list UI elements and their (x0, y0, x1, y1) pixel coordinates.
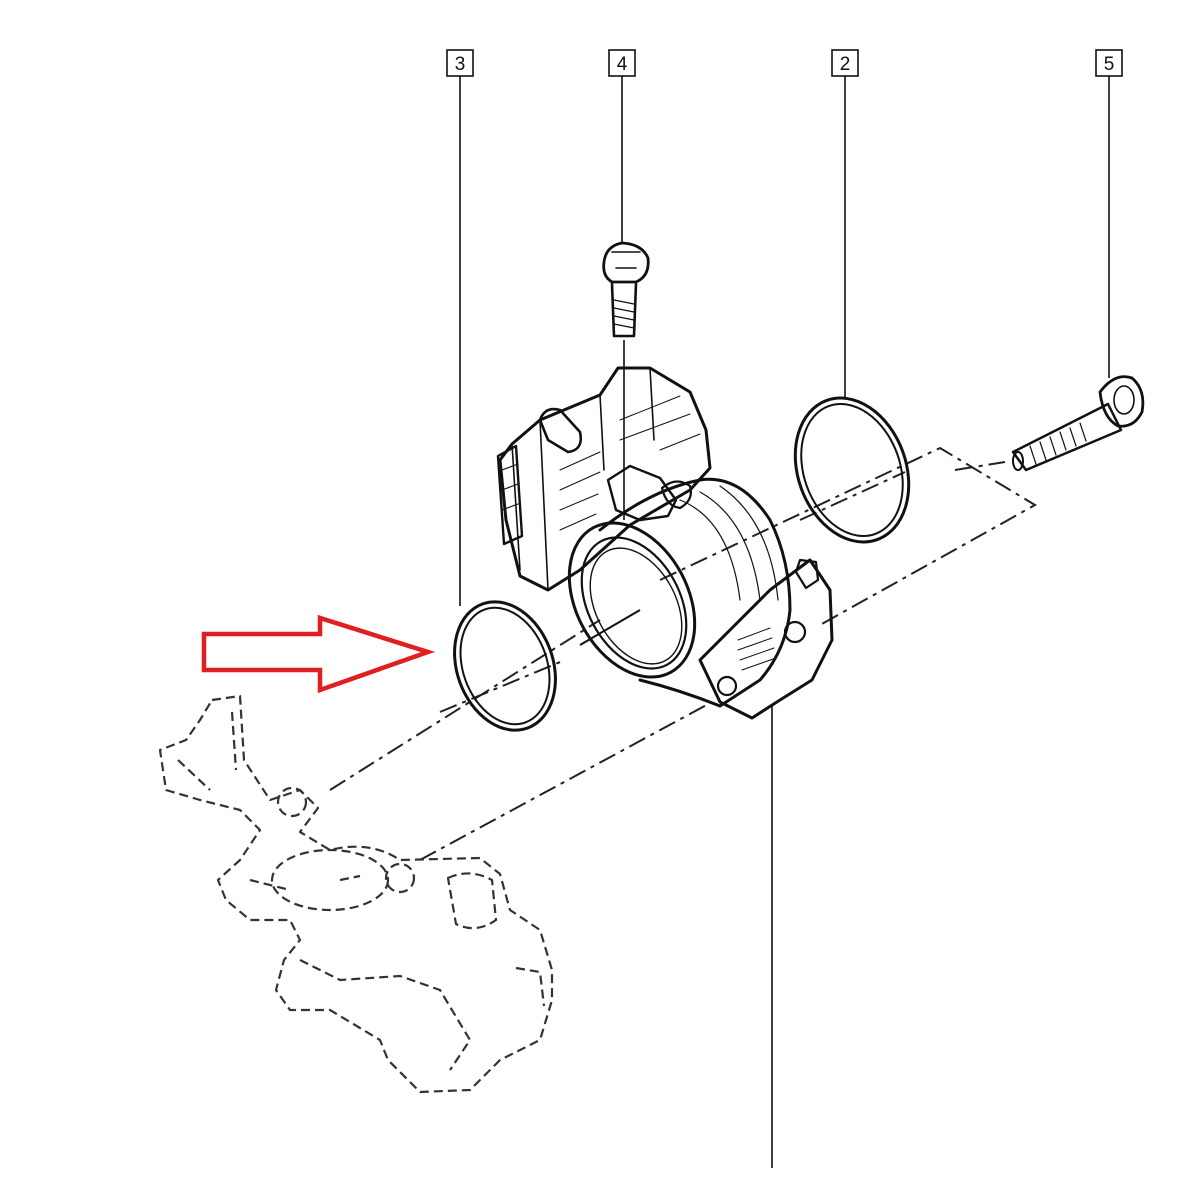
o-ring-part-2[interactable] (776, 382, 928, 558)
callout-2[interactable]: 2 (831, 49, 859, 398)
callout-5-label: 5 (1104, 54, 1115, 75)
callout-3-label: 3 (455, 54, 466, 75)
highlight-arrow-icon (201, 614, 436, 694)
assembly-axis-lines (329, 446, 1037, 861)
throttle-body-assembly[interactable] (496, 366, 834, 720)
callout-5[interactable]: 5 (1095, 49, 1123, 378)
long-bolt-part-5[interactable] (1011, 375, 1145, 472)
callout-2-label: 2 (840, 54, 851, 75)
callout-3[interactable]: 3 (446, 49, 474, 606)
callout-4-label: 4 (617, 54, 628, 75)
callout-4[interactable]: 4 (608, 49, 636, 242)
o-ring-part-3[interactable] (437, 588, 572, 745)
intake-manifold-ghost (158, 694, 554, 1094)
short-bolt-part-4[interactable] (602, 241, 650, 520)
